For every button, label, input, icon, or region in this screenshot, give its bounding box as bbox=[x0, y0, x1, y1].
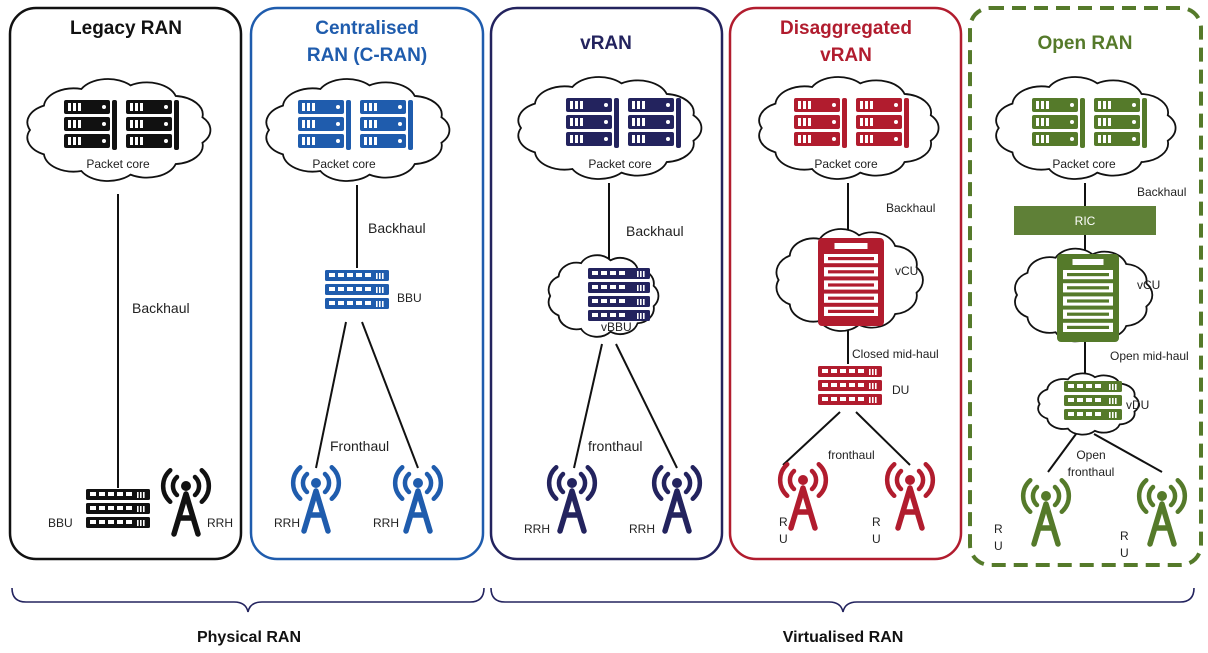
vran-packet-core-label: Packet core bbox=[588, 157, 652, 171]
cran-packet-core-label: Packet core bbox=[312, 157, 376, 171]
legacy-bbu-switch-icon bbox=[86, 489, 150, 528]
disaggregated-vran-title-line-1: Disaggregated bbox=[780, 18, 912, 39]
open-ran-title: Open RAN bbox=[1038, 33, 1133, 54]
oran-ru-2-antenna-icon bbox=[1136, 478, 1188, 547]
oran-packet-core-label: Packet core bbox=[1052, 157, 1116, 171]
disaggregated-vran-title-line-2: vRAN bbox=[820, 45, 872, 66]
cran-rrh-2-antenna-icon bbox=[392, 465, 444, 534]
cran-title-line-1: Centralised bbox=[315, 18, 418, 39]
oran-fronthaul-link-1 bbox=[1047, 433, 1077, 473]
panel-legacy-ran-frame bbox=[8, 6, 243, 561]
dvran-fronthaul-label: fronthaul bbox=[828, 448, 875, 462]
legacy-ran-title: Legacy RAN bbox=[70, 18, 182, 39]
cran-packet-core-server-icon bbox=[298, 100, 413, 150]
vran-backhaul-label: Backhaul bbox=[626, 223, 684, 239]
vran-rrh-1-label: RRH bbox=[524, 522, 550, 536]
oran-fronthaul-link-2 bbox=[1093, 433, 1163, 473]
legacy-rrh-label: RRH bbox=[207, 516, 233, 530]
dvran-du-switch-icon bbox=[818, 366, 882, 405]
oran-vcu-label: vCU bbox=[1137, 278, 1160, 292]
dvran-backhaul-label: Backhaul bbox=[886, 201, 935, 215]
panel-cran-frame bbox=[249, 6, 485, 561]
dvran-packet-core-label: Packet core bbox=[814, 157, 878, 171]
panel-vran-frame bbox=[489, 6, 724, 561]
cran-backhaul-label: Backhaul bbox=[368, 220, 426, 236]
oran-ric-box bbox=[1014, 206, 1156, 235]
cran-fronthaul-label: Fronthaul bbox=[330, 438, 389, 454]
oran-vdu-switch-icon bbox=[1064, 381, 1122, 420]
cran-rrh-1-label: RRH bbox=[274, 516, 300, 530]
dvran-packet-core-server-icon bbox=[794, 98, 909, 148]
legacy-rrh-antenna-icon bbox=[160, 468, 212, 537]
dvran-du-label: DU bbox=[892, 383, 909, 397]
oran-vcu-server-icon bbox=[1057, 254, 1119, 342]
dvran-midhaul-label: Closed mid-haul bbox=[852, 347, 939, 361]
legacy-packet-core-server-icon bbox=[64, 100, 179, 150]
panel-disaggregated-vran-frame bbox=[728, 6, 963, 561]
legacy-bbu-label: BBU bbox=[48, 516, 73, 530]
vran-fronthaul-label: fronthaul bbox=[588, 438, 642, 454]
cran-fronthaul-link-1 bbox=[315, 321, 347, 469]
cran-fronthaul-link-2 bbox=[361, 321, 419, 469]
virtualised-ran-label: Virtualised RAN bbox=[783, 629, 904, 646]
cran-rrh-2-label: RRH bbox=[373, 516, 399, 530]
cran-bbu-switch-icon bbox=[325, 270, 389, 309]
oran-backhaul-label: Backhaul bbox=[1137, 185, 1186, 199]
virtualised-ran-brace bbox=[490, 587, 1195, 613]
dvran-fronthaul-link-2 bbox=[855, 411, 911, 466]
oran-ric-label: RIC bbox=[1075, 214, 1096, 228]
oran-packet-core-server-icon bbox=[1032, 98, 1147, 148]
cran-rrh-1-antenna-icon bbox=[290, 465, 342, 534]
cran-title-line-2: RAN (C-RAN) bbox=[307, 45, 427, 66]
dvran-vcu-server-icon bbox=[818, 238, 884, 326]
physical-ran-brace bbox=[11, 587, 485, 613]
vran-rrh-2-antenna-icon bbox=[651, 465, 703, 534]
vran-fronthaul-link-1 bbox=[573, 343, 603, 469]
dvran-ru-2-antenna-icon bbox=[884, 462, 936, 531]
vran-packet-core-server-icon bbox=[566, 98, 681, 148]
vran-title: vRAN bbox=[580, 33, 632, 54]
dvran-fronthaul-link-1 bbox=[782, 411, 841, 466]
physical-ran-label: Physical RAN bbox=[197, 629, 301, 646]
vran-rrh-2-label: RRH bbox=[629, 522, 655, 536]
oran-midhaul-label: Open mid-haul bbox=[1110, 349, 1189, 363]
vran-fronthaul-link-2 bbox=[615, 343, 678, 469]
vran-vbbu-label: vBBU bbox=[601, 320, 632, 334]
oran-vdu-label: vDU bbox=[1126, 398, 1149, 412]
vran-rrh-1-antenna-icon bbox=[546, 465, 598, 534]
panel-open-ran-frame bbox=[968, 6, 1203, 567]
cran-bbu-label: BBU bbox=[397, 291, 422, 305]
oran-ru-1-antenna-icon bbox=[1020, 478, 1072, 547]
legacy-packet-core-label: Packet core bbox=[86, 157, 150, 171]
vran-vbbu-rack-icon bbox=[588, 268, 650, 321]
dvran-vcu-label: vCU bbox=[895, 264, 918, 278]
legacy-backhaul-label: Backhaul bbox=[132, 300, 190, 316]
dvran-ru-1-antenna-icon bbox=[777, 462, 829, 531]
